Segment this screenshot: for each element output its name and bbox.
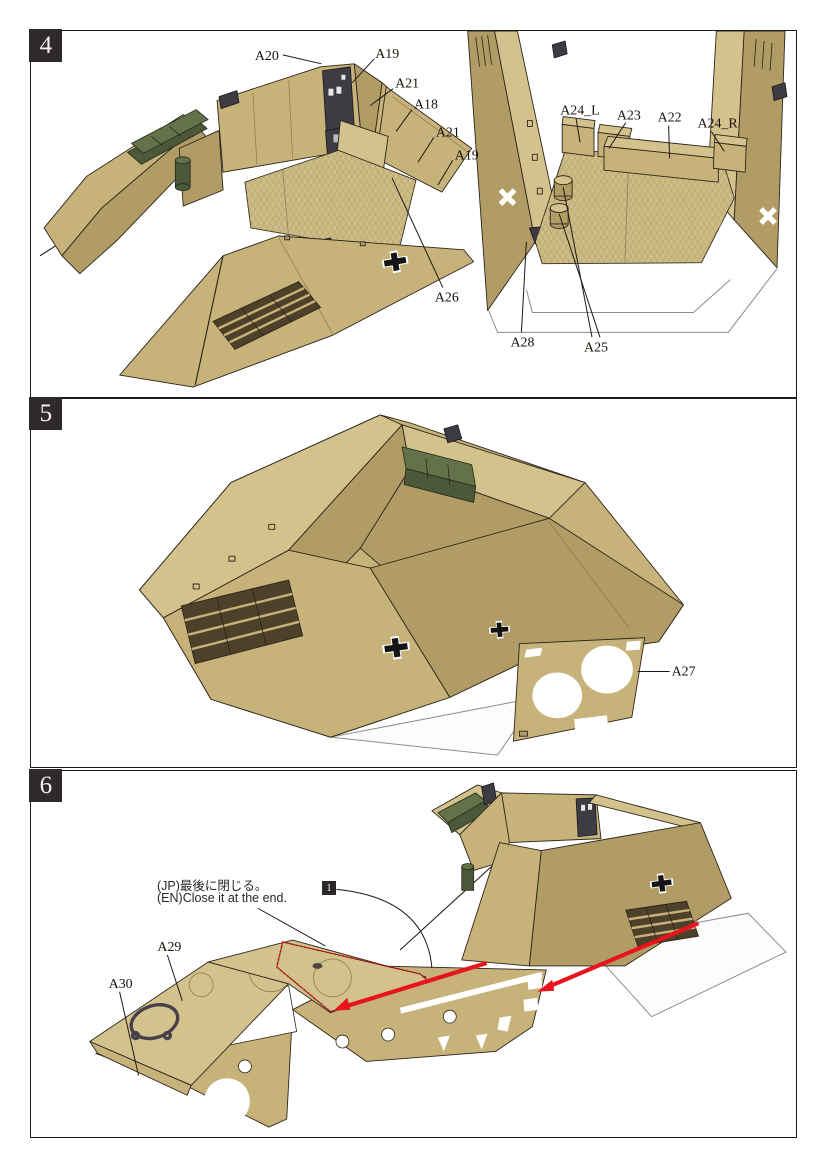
marker-callout-arc <box>336 888 433 968</box>
part-label: A28 <box>510 335 534 350</box>
upper-hull-assembly <box>431 782 732 967</box>
step-4-illustration: A20A19A21A18A21A19A26A24_LA23A22A24_RA28… <box>39 31 788 388</box>
note-japanese: (JP)最後に閉じる。 <box>157 879 268 893</box>
leader-line <box>351 58 375 84</box>
step-4-number-badge: 4 <box>29 29 63 63</box>
interior-floor-treadplate <box>244 149 417 255</box>
part-label: A26 <box>435 291 459 306</box>
part-label: A30 <box>109 977 133 992</box>
periscope-dark-part <box>218 90 240 109</box>
fuel-drum-green <box>174 156 191 192</box>
step-4-panel: 4 <box>29 29 797 398</box>
red-arrow <box>537 921 700 992</box>
part-label: A19 <box>455 148 479 163</box>
part-label: A20 <box>255 49 279 64</box>
part-label: A22 <box>658 111 682 126</box>
note-leader-line <box>257 907 326 947</box>
labels-layer: A27 <box>637 664 696 679</box>
louver-vent <box>212 281 322 350</box>
leader-line <box>520 241 527 333</box>
ammo-rack-green <box>401 446 477 503</box>
leader-line <box>668 125 671 159</box>
periscope-dark-part <box>771 82 788 102</box>
interior-floor-treadplate <box>534 146 735 265</box>
part-label: A25 <box>584 340 608 355</box>
leader-line <box>395 109 413 132</box>
step-5-panel: 5 <box>29 397 797 768</box>
hull-top-assembly-rear-view <box>39 63 475 388</box>
part-label: A27 <box>672 664 696 679</box>
louver-vent <box>625 900 700 947</box>
part-label: A29 <box>157 940 181 955</box>
louver-vent <box>180 579 304 665</box>
part-label: A21 <box>436 125 460 140</box>
leader-line <box>575 118 581 143</box>
part-label: A21 <box>395 77 419 92</box>
note-english: (EN)Close it at the end. <box>157 891 287 905</box>
leader-line <box>282 54 322 65</box>
part-label: A18 <box>414 98 438 113</box>
periscope-dark-part <box>551 40 568 59</box>
step-6-number-badge: 6 <box>29 769 63 803</box>
tow-cable <box>129 1003 180 1041</box>
leader-line <box>119 991 139 1076</box>
part-label: A24_L <box>560 104 599 119</box>
part-a27-panel <box>513 637 646 742</box>
leader-line <box>558 213 601 338</box>
periscope-dark-part <box>443 424 463 444</box>
part-label: A19 <box>375 47 399 62</box>
leader-line <box>562 187 593 338</box>
assembled-hull-front-view <box>139 414 684 756</box>
leader-line <box>391 177 444 288</box>
hull-interior-rear-view <box>467 31 788 333</box>
step-5-illustration: A27 <box>139 414 696 756</box>
step-6-panel: 6 (JP)最後に閉じる。 (EN)Close it at the end. 1 <box>29 769 797 1138</box>
leader-line <box>608 122 627 149</box>
fuel-drum-green <box>461 863 475 891</box>
leader-line <box>437 160 454 186</box>
ammo-rack-green <box>127 109 209 165</box>
leader-line <box>369 88 394 106</box>
cylinder-parts <box>549 175 573 229</box>
lower-hull-assembly <box>89 939 547 1128</box>
leader-line <box>417 137 435 163</box>
part-label: A24_R <box>697 116 738 131</box>
step-5-number-badge: 5 <box>29 397 63 431</box>
leader-line <box>710 131 725 152</box>
firewall-boxes <box>561 116 748 183</box>
red-arrow <box>333 960 488 1011</box>
callout-marker-1: 1 <box>322 881 336 895</box>
part-label: A23 <box>617 109 641 124</box>
leader-line <box>166 954 183 1001</box>
